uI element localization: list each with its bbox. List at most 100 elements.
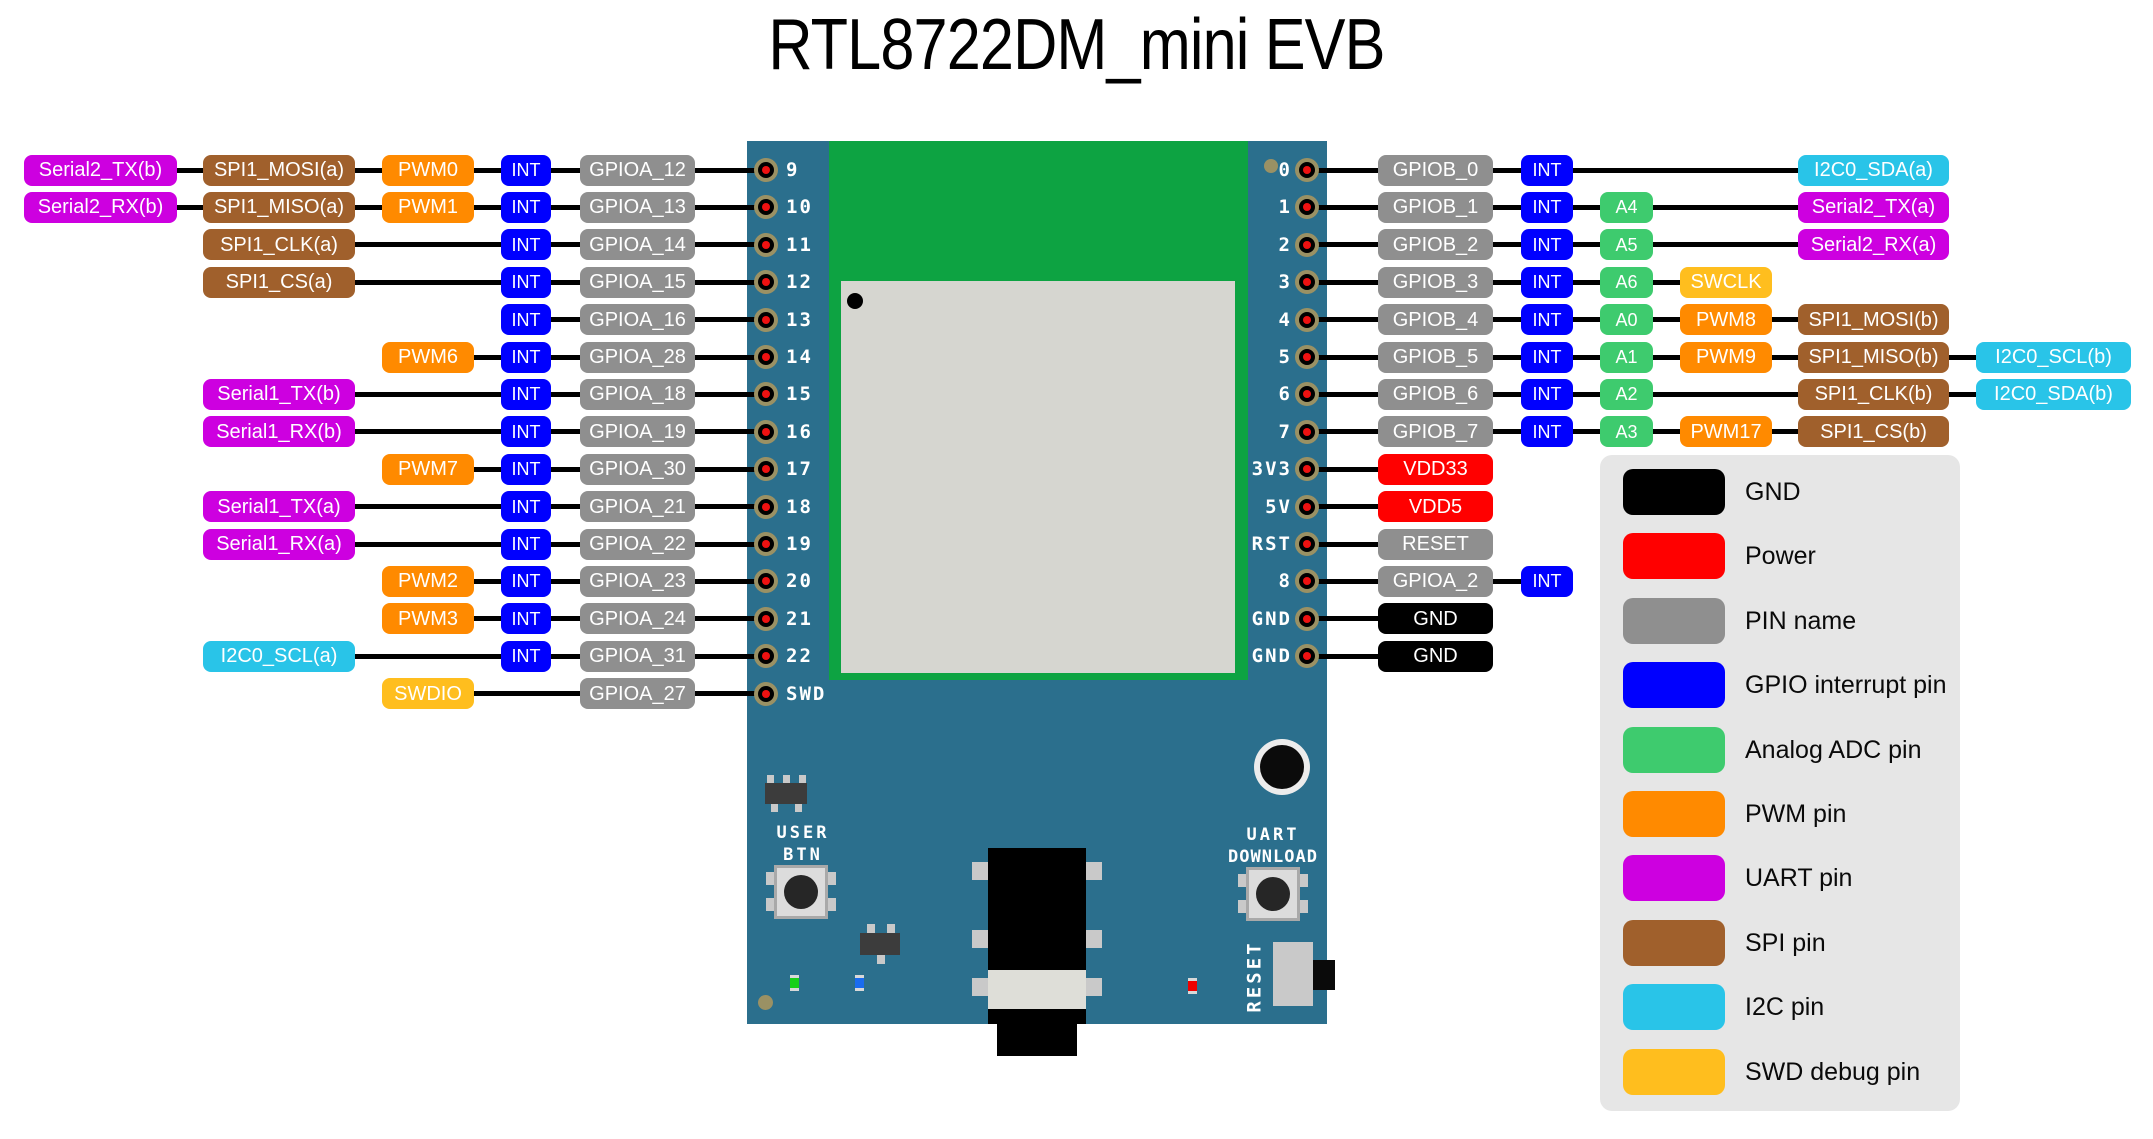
button-leg: [1238, 874, 1246, 887]
pin-pad-hole: [758, 573, 774, 590]
pin-pad-hole: [758, 685, 774, 702]
swd-pin-box: SWCLK: [1680, 266, 1772, 298]
pin-pad-core: [1303, 353, 1311, 361]
microphone-port: [1260, 745, 1304, 789]
connector-tab: [1086, 930, 1102, 948]
pin-number: 21: [786, 607, 813, 630]
button-leg: [766, 898, 774, 911]
pin-pin-box: GPIOA_30: [580, 453, 695, 485]
int-pin-box: INT: [501, 528, 551, 560]
pin-pad: [754, 457, 778, 482]
uart-btn-silk-line2: DOWNLOAD: [1228, 847, 1318, 867]
legend-swatch-pwm: [1623, 791, 1725, 837]
int-pin-box: INT: [1521, 154, 1573, 186]
red-led: [1188, 978, 1197, 994]
pin-number: 0: [1278, 159, 1292, 181]
pin-pad: [1295, 457, 1319, 482]
usb-connector-base: [988, 1009, 1086, 1024]
pin-pad-hole: [758, 236, 774, 253]
pin-pin-box: GPIOB_6: [1378, 378, 1493, 410]
legend-row: Power: [1600, 533, 1960, 580]
pwm-pin-box: PWM17: [1680, 416, 1772, 448]
legend-swatch-gnd: [1623, 469, 1725, 515]
pin-pin-box: GPIOA_2: [1378, 565, 1493, 597]
int-pin-box: INT: [501, 266, 551, 298]
connector-tab: [972, 930, 988, 948]
pin-pin-box: RESET: [1378, 528, 1493, 560]
pin-pad: [1295, 382, 1319, 407]
spi-pin-box: SPI1_MOSI(b): [1798, 304, 1949, 336]
pin-pad-hole: [758, 423, 774, 440]
pin-pad-hole: [1299, 423, 1315, 440]
button-leg: [1300, 900, 1308, 913]
legend-row: SWD debug pin: [1600, 1048, 1960, 1095]
pin-zero-marker-dot: [1264, 159, 1278, 173]
transistor-pin: [887, 924, 895, 933]
wire: [1307, 616, 1436, 622]
pin-pad-core: [762, 652, 770, 661]
pin-pad: [754, 569, 778, 594]
pin-pad-core: [762, 614, 770, 623]
pin-pin-box: GPIOB_4: [1378, 304, 1493, 336]
wire: [1307, 167, 1874, 173]
connector-tab: [972, 862, 988, 880]
int-pin-box: INT: [501, 453, 551, 485]
pin-number: GND: [1251, 645, 1292, 668]
spi-pin-box: SPI1_CS(b): [1798, 416, 1949, 448]
adc-pin-box: A0: [1600, 304, 1653, 336]
pin-pad: [754, 532, 778, 556]
wire: [1307, 429, 1874, 435]
wire: [1307, 653, 1436, 659]
int-pin-box: INT: [1521, 191, 1573, 223]
pin-pin-box: GPIOA_22: [580, 528, 695, 560]
uart-btn-silk-line1: UART: [1246, 825, 1300, 845]
int-pin-box: INT: [501, 304, 551, 336]
pin-number: 10: [786, 196, 813, 219]
wire: [1307, 242, 1874, 248]
power-pin-box: VDD5: [1378, 491, 1493, 523]
pin-pad: [754, 681, 778, 706]
transistor-pin: [867, 924, 875, 933]
pin-number: 17: [786, 458, 813, 481]
pin-pad-hole: [758, 274, 774, 291]
legend-row: I2C pin: [1600, 984, 1960, 1031]
pin-pad: [754, 606, 778, 631]
pin-pad: [1295, 307, 1319, 332]
pin-pad: [1295, 419, 1319, 444]
pin-number: 1: [1278, 196, 1292, 219]
legend-row: Analog ADC pin: [1600, 726, 1960, 773]
pin-number: 19: [786, 533, 813, 555]
button-leg: [1300, 874, 1308, 887]
int-pin-box: INT: [501, 565, 551, 597]
int-pin-box: INT: [501, 229, 551, 261]
uart-pin-box: Serial1_RX(a): [203, 528, 355, 560]
pin-pin-box: GPIOA_19: [580, 416, 695, 448]
pin-pad: [754, 345, 778, 369]
ic-pin: [767, 775, 774, 783]
pin-pin-box: GPIOA_27: [580, 678, 695, 710]
pin-pad-core: [762, 166, 770, 174]
legend-label: PIN name: [1745, 606, 1857, 635]
gnd-pin-box: GND: [1378, 640, 1493, 672]
pin-pad-core: [1303, 240, 1311, 249]
uart-pin-box: Serial1_TX(a): [203, 491, 355, 523]
legend-swatch-power: [1623, 533, 1725, 580]
pin-pad-hole: [1299, 386, 1315, 403]
pin-pad-core: [1303, 614, 1311, 623]
pwm-pin-box: PWM3: [382, 603, 474, 635]
pin-number: 3V3: [1251, 458, 1292, 481]
swd-pin-box: SWDIO: [382, 678, 474, 710]
pin-number: 14: [786, 346, 813, 368]
legend-row: GPIO interrupt pin: [1600, 662, 1960, 709]
pin-pin-box: GPIOA_28: [580, 341, 695, 373]
usb-connector-band: [988, 970, 1086, 1009]
pin-pin-box: GPIOA_24: [580, 603, 695, 635]
pin-pad: [754, 195, 778, 220]
pin-pad: [1295, 569, 1319, 594]
spi-pin-box: SPI1_MISO(a): [203, 191, 355, 223]
legend-row: SPI pin: [1600, 919, 1960, 966]
pin-pin-box: GPIOA_13: [580, 191, 695, 223]
pin-pin-box: GPIOB_5: [1378, 341, 1493, 373]
int-pin-box: INT: [1521, 229, 1573, 261]
pin-pad-core: [1303, 502, 1311, 511]
